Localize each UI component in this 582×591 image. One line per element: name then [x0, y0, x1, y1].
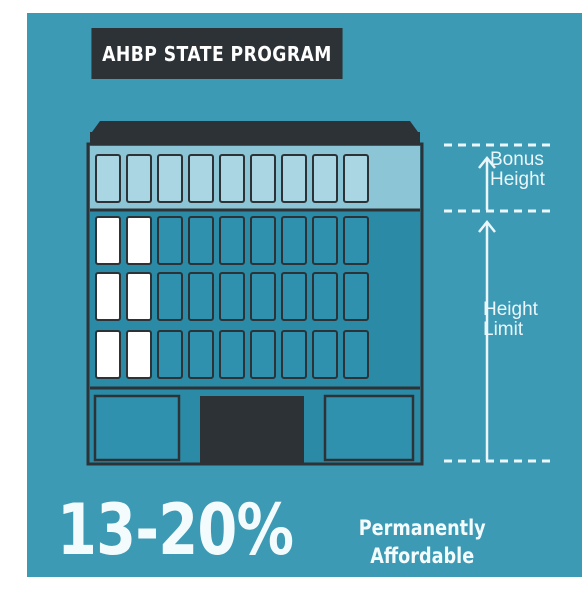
building-roof	[92, 121, 418, 132]
unit-window	[343, 272, 369, 321]
unit-window	[281, 216, 307, 265]
affordable-unit-window	[126, 272, 152, 321]
affordable-caption: Permanently Affordable	[355, 514, 489, 570]
unit-window	[281, 272, 307, 321]
bonus-height-label: Bonus Height	[490, 150, 545, 190]
unit-window	[312, 330, 338, 379]
affordable-unit-window	[126, 330, 152, 379]
unit-window	[219, 272, 245, 321]
bonus-window	[157, 154, 183, 203]
program-title: AHBP STATE PROGRAM	[91, 28, 343, 79]
bonus-window	[188, 154, 214, 203]
caption-line1: Permanently	[358, 516, 486, 540]
bonus-window	[219, 154, 245, 203]
unit-window	[312, 272, 338, 321]
storefront-right	[323, 394, 415, 462]
up-arrow-icon	[478, 155, 496, 169]
building-cornice	[90, 132, 420, 144]
up-arrow-icon	[478, 219, 496, 233]
unit-window	[157, 272, 183, 321]
affordable-percentage: 13-20%	[57, 489, 294, 571]
entrance-door	[200, 396, 304, 464]
affordable-unit-window	[95, 330, 121, 379]
limit-label-line1: Height	[483, 299, 538, 320]
storefront-left	[93, 394, 181, 462]
unit-window	[157, 330, 183, 379]
unit-window	[219, 216, 245, 265]
caption-line2: Affordable	[370, 544, 475, 568]
bonus-window	[126, 154, 152, 203]
affordable-unit-window	[95, 216, 121, 265]
height-markers	[444, 143, 556, 463]
bonus-window	[250, 154, 276, 203]
bonus-window	[312, 154, 338, 203]
unit-window	[343, 216, 369, 265]
building	[86, 121, 424, 466]
unit-window	[250, 330, 276, 379]
unit-window	[343, 330, 369, 379]
unit-window	[219, 330, 245, 379]
limit-label-line2: Limit	[483, 319, 524, 340]
unit-window	[188, 272, 214, 321]
bonus-label-line1: Bonus	[490, 149, 544, 170]
bonus-window	[95, 154, 121, 203]
affordable-unit-window	[95, 272, 121, 321]
unit-window	[188, 330, 214, 379]
height-limit-label: Height Limit	[483, 300, 538, 340]
bonus-label-line2: Height	[490, 169, 545, 190]
bonus-window	[343, 154, 369, 203]
affordable-unit-window	[126, 216, 152, 265]
unit-window	[157, 216, 183, 265]
bonus-window	[281, 154, 307, 203]
unit-window	[312, 216, 338, 265]
unit-window	[281, 330, 307, 379]
unit-window	[250, 216, 276, 265]
unit-window	[250, 272, 276, 321]
unit-window	[188, 216, 214, 265]
